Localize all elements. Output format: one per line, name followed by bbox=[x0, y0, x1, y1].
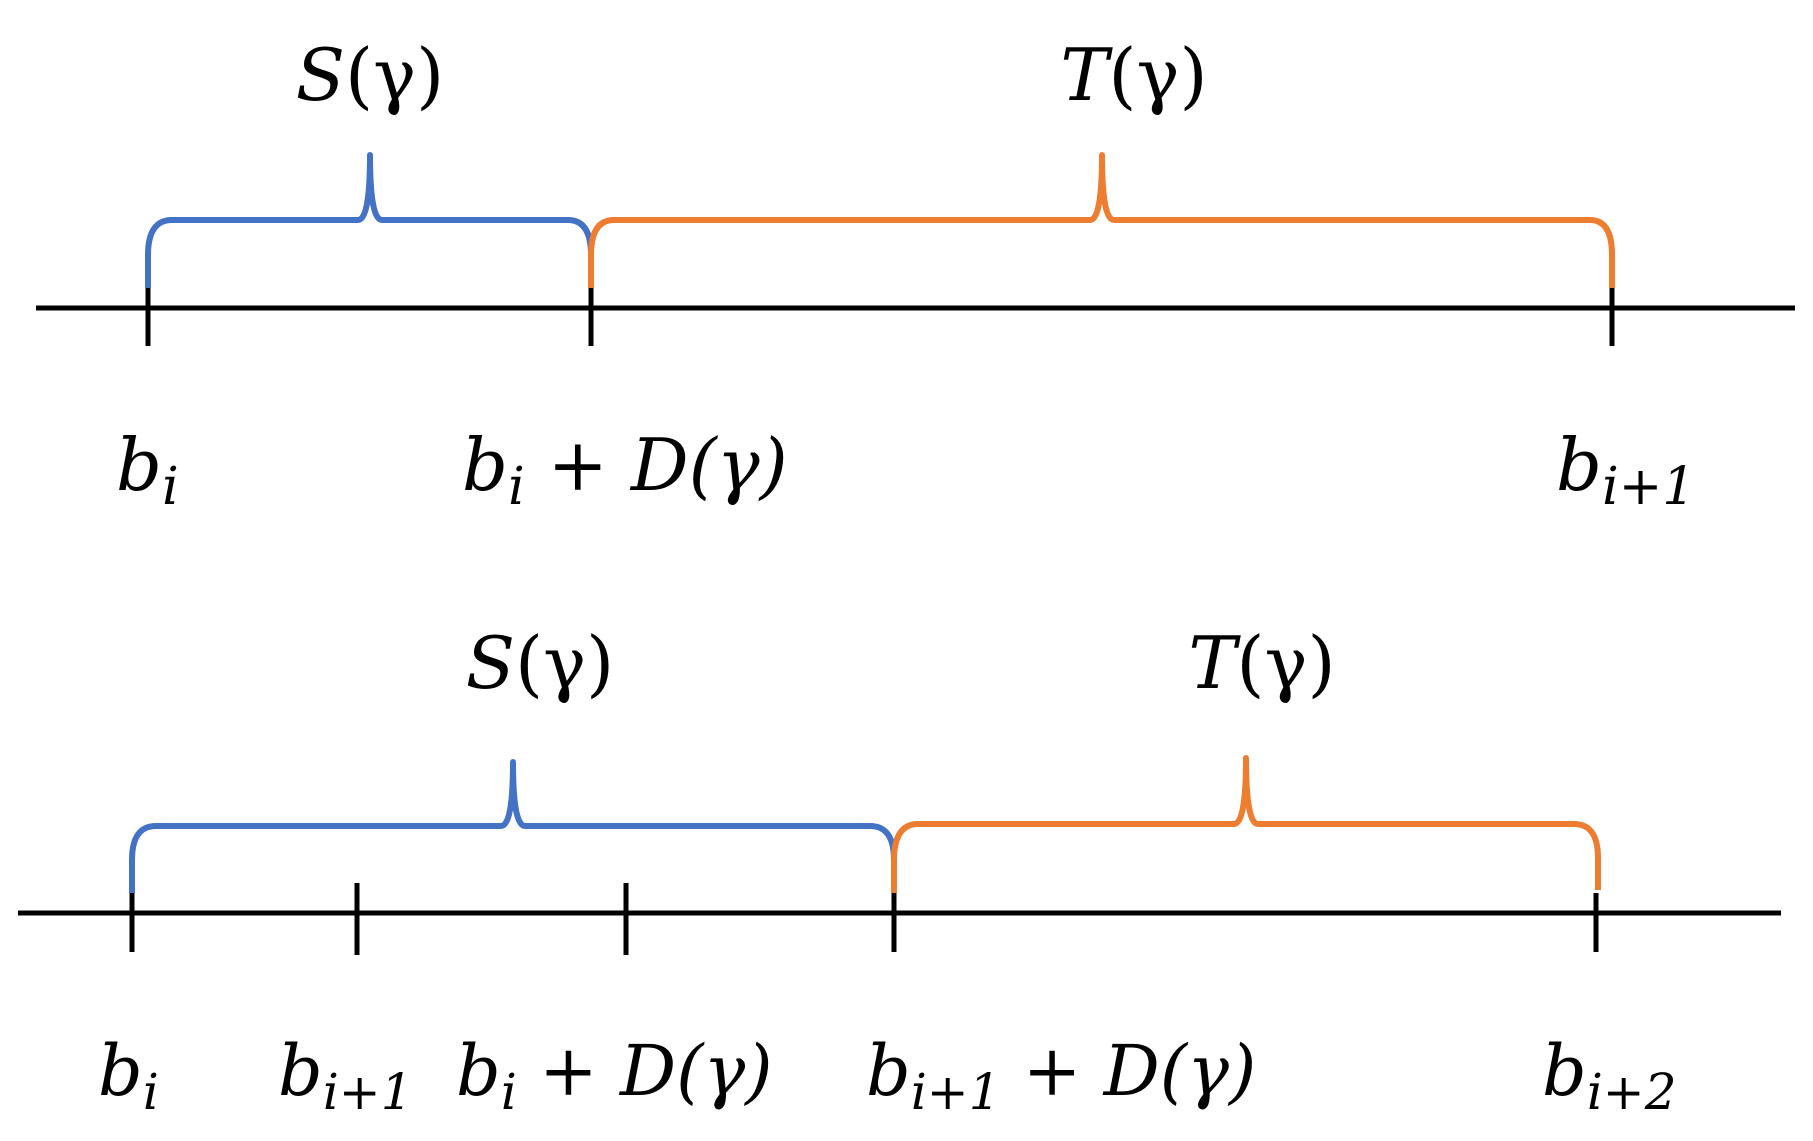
top-s-label-arg: (γ) bbox=[345, 33, 444, 117]
top-tick-label-2-sub: i bbox=[508, 457, 525, 517]
top-tick-label-2-suffix: + D(γ) bbox=[525, 423, 788, 507]
top-tick-label-1-sub: i bbox=[162, 457, 179, 517]
bottom-tick-label-4: bi+1 + D(γ) bbox=[866, 1030, 1256, 1121]
bottom-s-label-arg: (γ) bbox=[515, 621, 614, 705]
top-tick-label-3: bi+1 bbox=[1556, 423, 1695, 517]
bottom-t-label: T(γ) bbox=[1188, 621, 1335, 705]
top-tick-label-3-sub: i+1 bbox=[1602, 457, 1695, 517]
bottom-tick-label-5-sub: i+2 bbox=[1587, 1063, 1677, 1121]
top-tick-label-2: bi + D(γ) bbox=[462, 423, 788, 517]
bottom-tick-label-3: bi + D(γ) bbox=[456, 1030, 773, 1121]
top-t-label: T(γ) bbox=[1060, 33, 1207, 117]
bottom-tick-label-1-sub: i bbox=[143, 1063, 159, 1121]
top-tick-label-2-base: b bbox=[462, 423, 508, 507]
bottom-tick-label-2-sub: i+1 bbox=[323, 1063, 413, 1121]
bottom-s-label-name: S bbox=[466, 621, 515, 705]
bottom-timeline: S(γ) T(γ) bi bi+1 bi + D(γ) bi+1 + D(γ) … bbox=[18, 621, 1781, 1121]
top-s-label-name: S bbox=[296, 33, 345, 117]
top-t-label-name: T bbox=[1060, 33, 1113, 117]
top-tick-label-1: bi bbox=[116, 423, 179, 517]
bottom-t-label-name: T bbox=[1188, 621, 1241, 705]
bottom-tick-label-1-base: b bbox=[98, 1030, 143, 1112]
top-s-brace bbox=[145, 152, 594, 288]
bottom-s-brace bbox=[129, 759, 897, 893]
bottom-tick-label-1: bi bbox=[98, 1030, 159, 1121]
bottom-t-label-arg: (γ) bbox=[1236, 621, 1335, 705]
bottom-t-brace bbox=[891, 755, 1601, 893]
bottom-tick-label-2-base: b bbox=[278, 1030, 323, 1112]
bottom-tick-label-3-suffix: + D(γ) bbox=[517, 1030, 773, 1112]
top-s-label: S(γ) bbox=[296, 33, 445, 117]
bottom-s-label: S(γ) bbox=[466, 621, 615, 705]
bottom-tick-label-4-suffix: + D(γ) bbox=[1001, 1030, 1257, 1112]
bottom-tick-label-5: bi+2 bbox=[1542, 1030, 1677, 1121]
top-tick-label-1-base: b bbox=[116, 423, 162, 507]
top-timeline: S(γ) T(γ) bi bi + D(γ) bi+1 bbox=[36, 33, 1795, 517]
top-tick-label-3-base: b bbox=[1556, 423, 1602, 507]
bottom-tick-label-2: bi+1 bbox=[278, 1030, 413, 1121]
bottom-tick-label-3-base: b bbox=[456, 1030, 501, 1112]
bottom-tick-label-5-base: b bbox=[1542, 1030, 1587, 1112]
top-t-label-arg: (γ) bbox=[1108, 33, 1207, 117]
top-t-brace bbox=[588, 152, 1615, 288]
bottom-tick-label-4-sub: i+1 bbox=[911, 1063, 1001, 1121]
bottom-tick-label-4-base: b bbox=[866, 1030, 911, 1112]
bottom-tick-label-3-sub: i bbox=[501, 1063, 517, 1121]
